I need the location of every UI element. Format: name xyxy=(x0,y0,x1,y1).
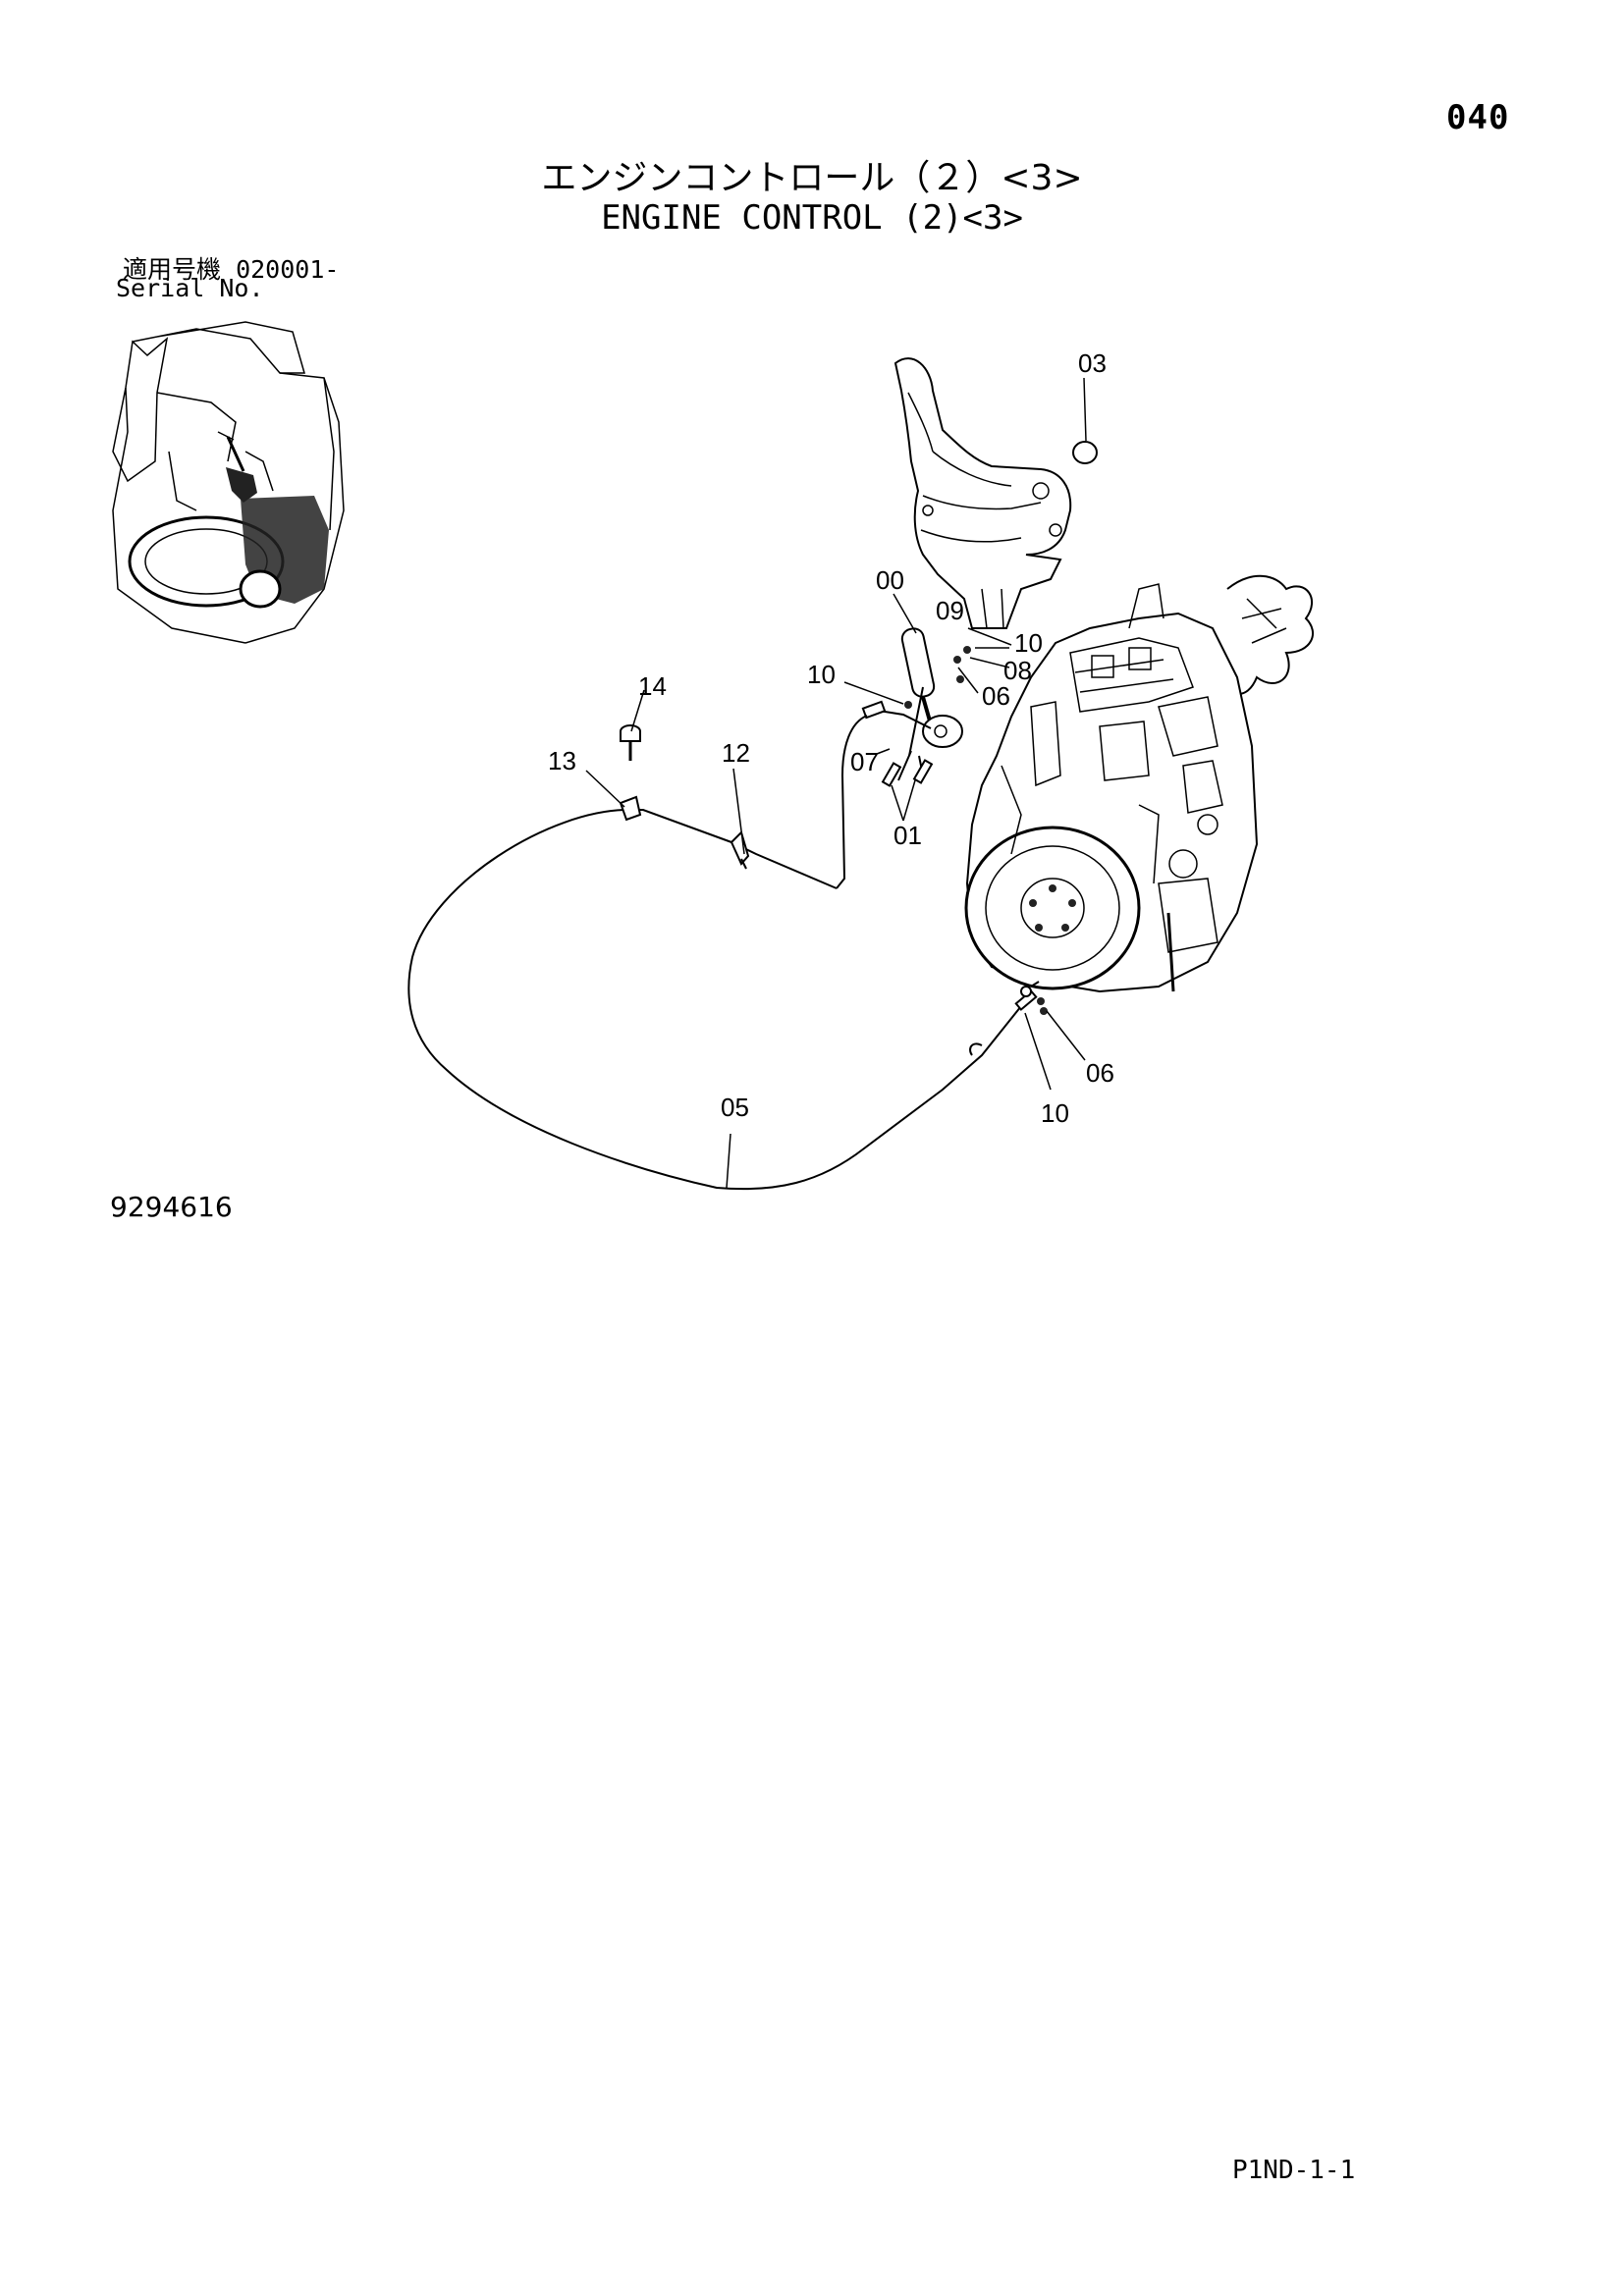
page-code: P1ND-1-1 xyxy=(1232,2156,1356,2185)
callout-label: 06 xyxy=(1086,1058,1114,1088)
callout-label: 03 xyxy=(1078,348,1107,378)
serial-label-japanese: 適用号機 xyxy=(123,255,222,284)
callout-label: 10 xyxy=(1014,628,1043,658)
engine-assembly xyxy=(964,574,1315,993)
callout-label: 00 xyxy=(876,565,904,595)
leader-lines xyxy=(585,377,1087,1189)
throttle-cable xyxy=(407,715,1048,1191)
bolt-part-14 xyxy=(620,724,641,761)
callout-label: 10 xyxy=(807,660,836,689)
callout-label: 01 xyxy=(893,821,922,850)
throttle-lever xyxy=(861,627,971,787)
page-title-english: ENGINE CONTROL (2)<3> xyxy=(601,198,1023,238)
callout-label: 06 xyxy=(982,681,1010,711)
serial-label-english: Serial No. xyxy=(116,274,264,302)
callout-label: 07 xyxy=(850,747,879,776)
control-lever-housing xyxy=(893,357,1098,629)
callout-label: 14 xyxy=(638,671,667,701)
callout-label: 13 xyxy=(548,746,576,775)
callout-label: 08 xyxy=(1003,656,1032,685)
serial-value: 020001- xyxy=(236,255,340,284)
serial-applicable-row: 適用号機 020001- xyxy=(123,250,339,286)
page-number: 040 xyxy=(1446,98,1510,137)
callout-label: 10 xyxy=(1041,1098,1069,1128)
drawing-number: 9294616 xyxy=(110,1191,233,1223)
callout-labels: 03 00 09 10 08 06 14 10 13 12 07 01 06 1… xyxy=(548,348,1114,1128)
page-title-japanese: エンジンコントロール（２）<3> xyxy=(541,158,1083,198)
callout-label: 12 xyxy=(722,738,750,768)
callout-label: 05 xyxy=(721,1093,749,1122)
machine-overview-thumbnail xyxy=(112,321,345,644)
callout-label: 09 xyxy=(936,596,964,625)
